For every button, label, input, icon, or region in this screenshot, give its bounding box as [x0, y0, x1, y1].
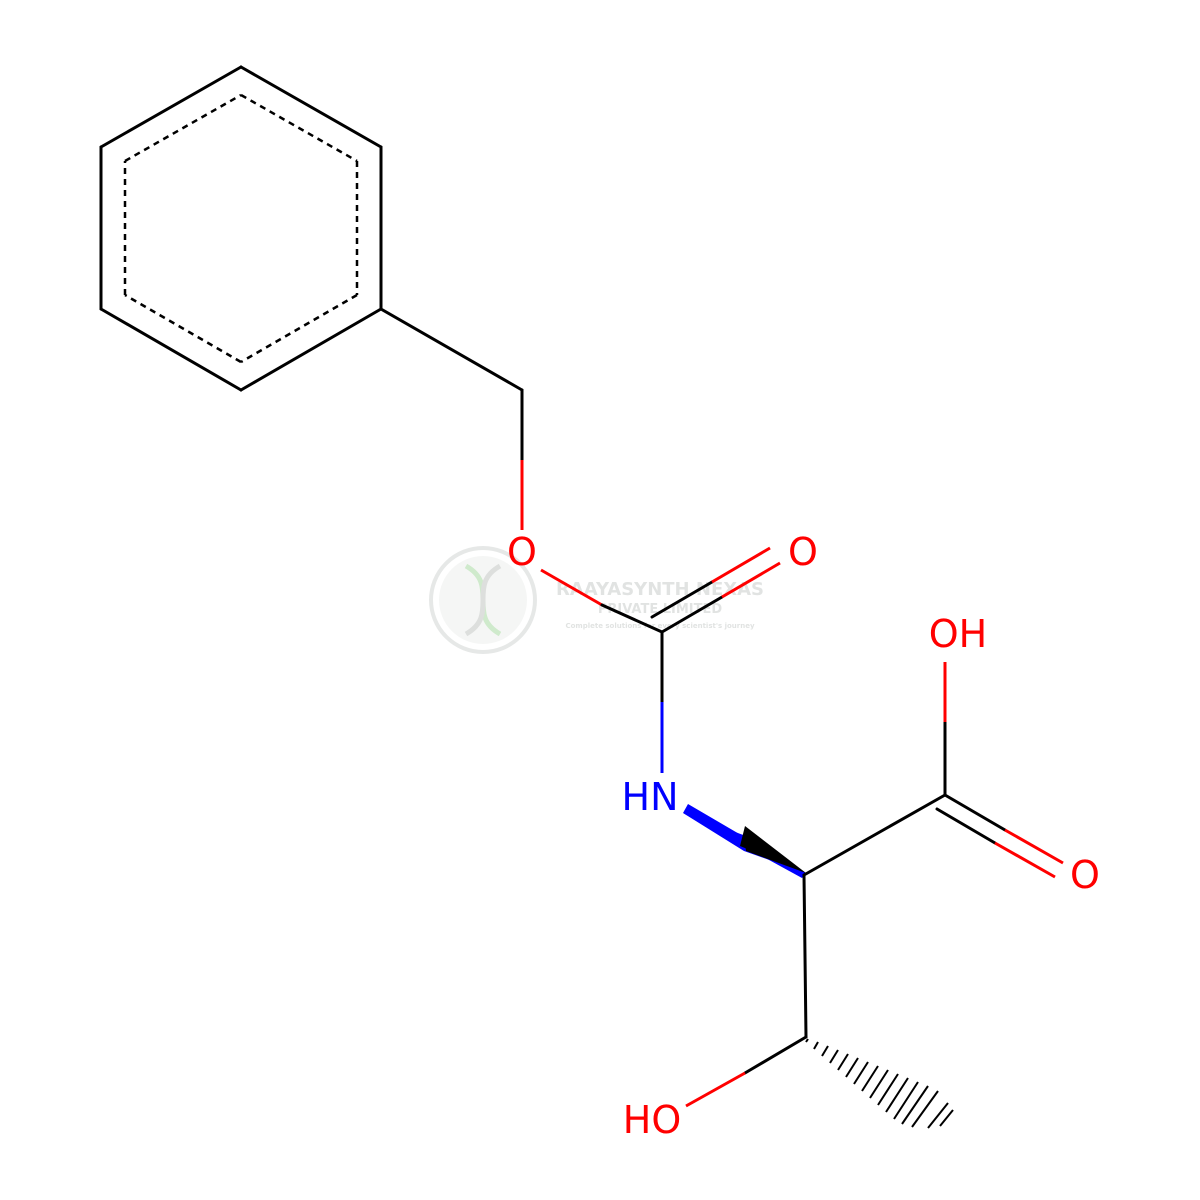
bond-cacid-o-1a — [943, 793, 1007, 832]
hashed-wedge-methyl — [805, 1038, 954, 1129]
bond-cacid-o-1b — [1004, 828, 1064, 865]
bond-cbeta-oh-black — [743, 1035, 808, 1075]
ring-bond-6 — [99, 65, 243, 149]
atom-o-carbonyl: O — [788, 530, 818, 574]
bond-calpha-cacid — [802, 793, 947, 877]
ring-bond-3 — [239, 307, 383, 392]
aromatic-bond-1 — [240, 93, 358, 163]
bond-o-carbamate-black — [600, 603, 664, 634]
bond-cacid-o-2b — [994, 841, 1056, 879]
bond-cbeta-oh-red — [685, 1071, 746, 1108]
atom-o-ester: O — [507, 530, 537, 574]
atom-o-acid: O — [1070, 853, 1100, 897]
bond-co-1b — [721, 561, 781, 599]
bond-co-2a — [650, 580, 714, 619]
bond-co-2b — [711, 546, 771, 584]
atom-nh: HN — [622, 775, 679, 819]
bond-co-1a — [660, 595, 724, 634]
ring-bond-4 — [99, 307, 243, 392]
atom-oh-side: HO — [623, 1098, 681, 1142]
atom-oh-acid: OH — [929, 612, 987, 656]
aromatic-bond-6 — [124, 93, 242, 163]
watermark-helix-icon-2 — [464, 563, 502, 637]
bond-o-carbamate-red — [540, 568, 603, 607]
watermark-line3: Complete solutions for every scientist's… — [565, 622, 755, 630]
watermark-circle-icon — [429, 546, 537, 654]
ring-bond-1 — [239, 65, 383, 149]
bond-calpha-cbeta — [802, 873, 808, 1039]
bond-cacid-o-2a — [935, 807, 997, 845]
watermark-logo: RAAYASYNTH NEXAS PRIVATE LIMITED Complet… — [429, 546, 764, 654]
aromatic-bond-4 — [124, 293, 242, 364]
watermark-line2: PRIVATE LIMITED — [598, 602, 723, 617]
wedge-n-black-2 — [740, 826, 806, 873]
benzene-ring — [99, 65, 383, 392]
aromatic-bond-3 — [240, 293, 358, 364]
bond-ring-ch2 — [379, 307, 524, 392]
watermark-line1: RAAYASYNTH NEXAS — [556, 579, 764, 600]
